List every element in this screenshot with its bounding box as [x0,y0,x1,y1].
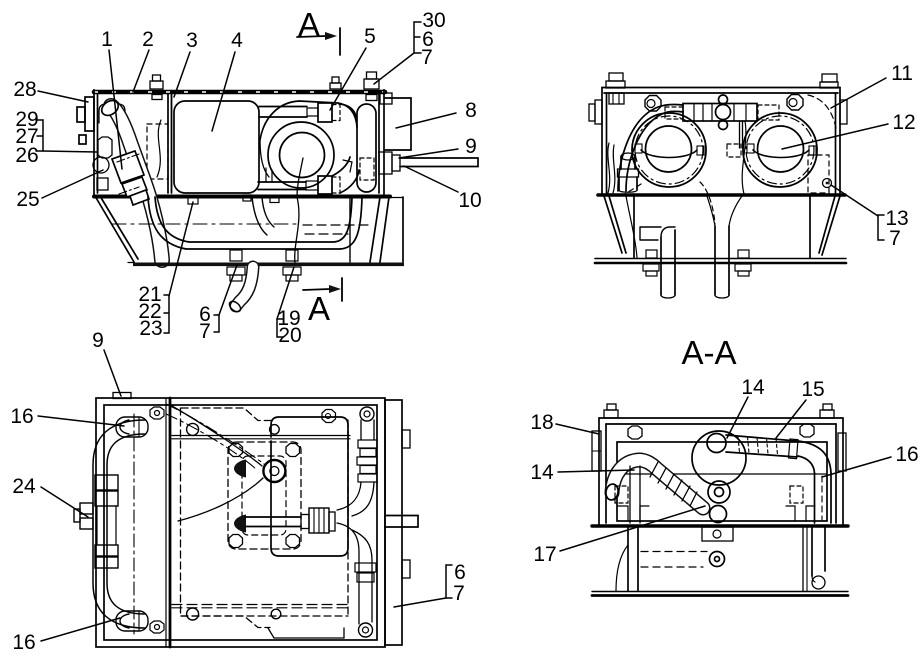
svg-text:7: 7 [889,227,901,250]
svg-text:1: 1 [101,28,113,51]
svg-text:2: 2 [142,28,154,51]
svg-text:6: 6 [454,561,466,584]
svg-text:6: 6 [199,303,211,326]
svg-text:22: 22 [138,300,161,323]
svg-text:9: 9 [92,329,104,352]
svg-text:9: 9 [465,135,477,158]
svg-text:25: 25 [16,188,39,211]
svg-text:7: 7 [453,582,465,605]
svg-text:A: A [308,290,330,327]
svg-text:10: 10 [458,189,481,212]
svg-text:23: 23 [139,317,162,340]
svg-text:16: 16 [12,631,35,654]
svg-text:17: 17 [533,543,556,566]
svg-text:7: 7 [421,46,433,69]
svg-text:6: 6 [422,28,434,51]
svg-text:15: 15 [801,378,824,401]
svg-text:19: 19 [277,307,300,330]
svg-text:27: 27 [15,125,38,148]
svg-text:16: 16 [10,405,33,428]
svg-text:4: 4 [231,29,243,52]
svg-text:8: 8 [465,99,477,122]
svg-text:A-A: A-A [681,334,736,371]
svg-text:13: 13 [885,207,908,230]
svg-text:7: 7 [199,320,211,343]
svg-text:5: 5 [364,25,376,48]
svg-text:24: 24 [12,475,36,498]
svg-text:28: 28 [13,78,36,101]
svg-text:26: 26 [15,144,38,167]
svg-text:14: 14 [530,461,554,484]
svg-text:3: 3 [186,29,198,52]
svg-text:12: 12 [892,111,915,134]
svg-text:11: 11 [891,62,913,85]
svg-text:21: 21 [138,283,161,306]
svg-text:30: 30 [422,9,445,32]
svg-text:16: 16 [895,443,918,466]
svg-text:29: 29 [15,108,38,131]
svg-text:14: 14 [741,376,765,399]
svg-text:20: 20 [278,324,301,347]
svg-text:A: A [298,6,320,43]
svg-text:18: 18 [530,411,553,434]
